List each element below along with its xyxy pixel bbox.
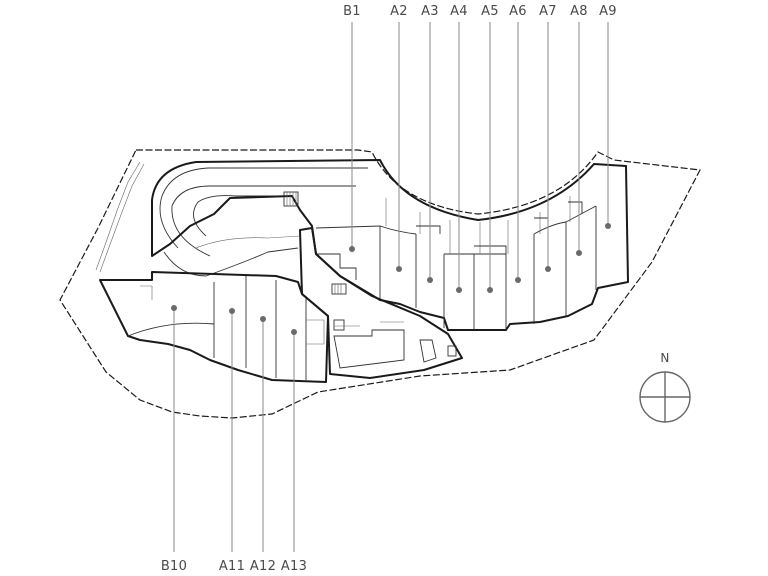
driveway-inner xyxy=(171,185,356,257)
unit-label-a12[interactable]: A12 xyxy=(250,559,276,574)
ramp xyxy=(163,247,299,277)
ramp-edge xyxy=(195,235,301,249)
unit-label-a2[interactable]: A2 xyxy=(390,4,408,19)
unit-marker-a6[interactable] xyxy=(515,277,521,283)
unit-marker-a11[interactable] xyxy=(229,308,235,314)
unit-marker-a12[interactable] xyxy=(260,316,266,322)
unit-marker-a5[interactable] xyxy=(487,287,493,293)
unit-label-a6[interactable]: A6 xyxy=(509,4,527,19)
unit-marker-b10[interactable] xyxy=(171,305,177,311)
unit-label-a9[interactable]: A9 xyxy=(599,4,617,19)
unit-label-a5[interactable]: A5 xyxy=(481,4,499,19)
unit-label-a3[interactable]: A3 xyxy=(421,4,439,19)
unit-label-a8[interactable]: A8 xyxy=(570,4,588,19)
unit-label-b10[interactable]: B10 xyxy=(161,559,187,574)
central-rooms xyxy=(333,321,457,369)
unit-label-a4[interactable]: A4 xyxy=(450,4,468,19)
driveway xyxy=(159,167,368,249)
driveway-loop xyxy=(193,195,290,237)
unit-label-a7[interactable]: A7 xyxy=(539,4,557,19)
unit-label-a13[interactable]: A13 xyxy=(281,559,307,574)
compass-north-label: N xyxy=(660,351,669,365)
unit-label-a11[interactable]: A11 xyxy=(219,559,245,574)
southwest-unit-walls xyxy=(127,276,325,380)
inner-boundary xyxy=(95,161,141,271)
north-unit-walls xyxy=(315,196,597,330)
unit-marker-a2[interactable] xyxy=(396,266,402,272)
north-compass: N xyxy=(639,351,691,423)
inner-boundary-2 xyxy=(99,163,145,273)
central-building xyxy=(299,227,463,379)
unit-marker-a13[interactable] xyxy=(291,329,297,335)
southwest-building xyxy=(99,271,329,383)
unit-marker-a4[interactable] xyxy=(456,287,462,293)
unit-marker-a7[interactable] xyxy=(545,266,551,272)
unit-label-b1[interactable]: B1 xyxy=(343,4,361,19)
unit-marker-b1[interactable] xyxy=(349,246,355,252)
stairs xyxy=(283,191,347,331)
unit-marker-a8[interactable] xyxy=(576,250,582,256)
unit-marker-a3[interactable] xyxy=(427,277,433,283)
unit-marker-a9[interactable] xyxy=(605,223,611,229)
